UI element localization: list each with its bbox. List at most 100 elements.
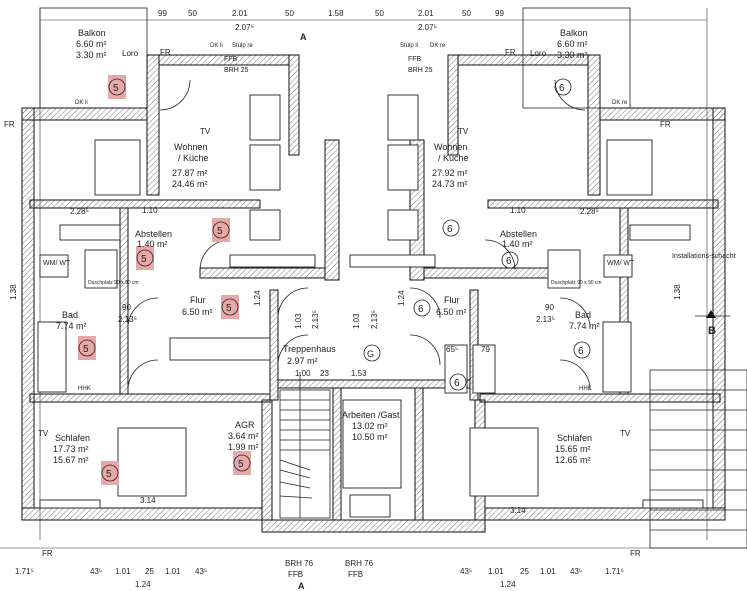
svg-text:43⁵: 43⁵: [90, 567, 102, 576]
svg-text:DK re: DK re: [430, 43, 446, 49]
svg-text:10.50 m²: 10.50 m²: [352, 432, 388, 442]
arbeiten-name: Arbeiten /Gast: [342, 410, 400, 420]
svg-text:1.38: 1.38: [9, 284, 18, 300]
svg-text:FFB: FFB: [348, 570, 363, 579]
svg-text:6: 6: [559, 83, 565, 94]
svg-text:6: 6: [506, 256, 512, 267]
svg-text:24.73 m²: 24.73 m²: [432, 179, 468, 189]
svg-text:BRH 76: BRH 76: [345, 559, 374, 568]
svg-text:1.01: 1.01: [488, 567, 504, 576]
section-a-bottom: A: [298, 581, 305, 591]
svg-text:90: 90: [122, 303, 131, 312]
svg-text:1.24: 1.24: [135, 580, 151, 589]
svg-text:5: 5: [238, 459, 244, 470]
svg-text:1.24: 1.24: [397, 290, 406, 306]
svg-text:1.53: 1.53: [351, 369, 367, 378]
svg-text:Installations-schacht: Installations-schacht: [672, 253, 735, 260]
svg-text:Loro: Loro: [122, 49, 139, 58]
svg-text:6.60 m²: 6.60 m²: [557, 39, 588, 49]
svg-text:7.74 m²: 7.74 m²: [56, 321, 87, 331]
svg-text:FFB: FFB: [408, 56, 422, 63]
svg-text:6.60 m²: 6.60 m²: [76, 39, 107, 49]
section-a-top: A: [300, 32, 307, 42]
svg-text:FR: FR: [160, 48, 171, 57]
svg-text:25: 25: [145, 567, 154, 576]
svg-text:2.28⁵: 2.28⁵: [70, 207, 89, 216]
svg-text:27.87 m²: 27.87 m²: [172, 168, 208, 178]
right-wing: [649, 369, 747, 549]
svg-text:6: 6: [447, 224, 453, 235]
staircase: [279, 372, 331, 519]
svg-text:BRH 25: BRH 25: [408, 67, 433, 74]
svg-text:Stulp re: Stulp re: [232, 43, 253, 49]
svg-text:15.67 m²: 15.67 m²: [53, 455, 89, 465]
svg-text:90: 90: [545, 303, 554, 312]
unit-markers: 5 6 5 6 5 6 5 6 5 6 6 5 5: [78, 75, 591, 485]
svg-text:1.00: 1.00: [295, 369, 311, 378]
svg-text:79: 79: [481, 345, 490, 354]
svg-text:5: 5: [217, 226, 223, 237]
svg-text:3.14: 3.14: [510, 506, 526, 515]
svg-text:1.24: 1.24: [500, 580, 516, 589]
svg-text:WM/ WT: WM/ WT: [607, 260, 635, 267]
svg-text:12.65 m²: 12.65 m²: [555, 455, 591, 465]
bad-left-name: Bad: [62, 310, 78, 320]
dim-top-sub-0: 2.07⁵: [235, 23, 254, 32]
svg-text:15.65 m²: 15.65 m²: [555, 444, 591, 454]
svg-text:24.46 m²: 24.46 m²: [172, 179, 208, 189]
svg-text:13.02 m²: 13.02 m²: [352, 421, 388, 431]
svg-text:/ Küche: / Küche: [178, 153, 209, 163]
svg-text:WM/ WT: WM/ WT: [43, 260, 71, 267]
svg-text:1.10: 1.10: [510, 206, 526, 215]
svg-text:1.24: 1.24: [253, 290, 262, 306]
schlafen-right-name: Schlafen: [557, 433, 592, 443]
svg-text:/ Küche: / Küche: [438, 153, 469, 163]
svg-text:BRH 76: BRH 76: [285, 559, 314, 568]
svg-text:1.10: 1.10: [142, 206, 158, 215]
bottom-dimensions: 1.71⁵ 43⁵ 1.01 25 1.01 43⁵ 43⁵ 1.01 25 1…: [15, 559, 624, 591]
balcony-labels: Balkon 6.60 m² 3.30 m² Loro Balkon 6.60 …: [76, 28, 588, 60]
svg-text:2.28⁵: 2.28⁵: [580, 207, 599, 216]
window-tags: DK li Stulp re FFB BRH 25 Stulp li DK re…: [75, 43, 628, 106]
dim-top-0: 99: [158, 9, 167, 18]
svg-text:1.71⁵: 1.71⁵: [605, 567, 624, 576]
svg-text:1.03: 1.03: [352, 313, 361, 329]
svg-text:3.30 m²: 3.30 m²: [557, 50, 588, 60]
svg-text:5: 5: [113, 83, 119, 94]
svg-text:Stulp li: Stulp li: [400, 43, 418, 49]
svg-text:5: 5: [226, 303, 232, 314]
dim-top-sub-1: 2.07⁵: [418, 23, 437, 32]
svg-text:HHK: HHK: [579, 386, 592, 392]
svg-text:FR: FR: [505, 48, 516, 57]
svg-text:Duschplatz 90 x 90 cm: Duschplatz 90 x 90 cm: [88, 280, 139, 286]
flur-right-name: Flur: [444, 295, 460, 305]
svg-text:43⁵: 43⁵: [460, 567, 472, 576]
wohnen-right-name: Wohnen: [434, 142, 467, 152]
svg-text:6: 6: [418, 304, 424, 315]
svg-text:TV: TV: [458, 127, 469, 136]
svg-text:6: 6: [578, 346, 584, 357]
svg-text:Duschplatz 90 x 90 cm: Duschplatz 90 x 90 cm: [551, 280, 602, 286]
dim-top-3: 50: [285, 9, 294, 18]
svg-text:HHK: HHK: [78, 386, 91, 392]
fr-labels: FR FR FR FR FR FR: [4, 48, 671, 558]
dim-top-5: 50: [375, 9, 384, 18]
svg-text:FR: FR: [4, 120, 15, 129]
furniture: [37, 94, 704, 518]
svg-text:TV: TV: [620, 429, 631, 438]
dim-top-7: 50: [462, 9, 471, 18]
svg-text:FR: FR: [630, 549, 641, 558]
abstellen-left-name: Abstellen: [135, 229, 172, 239]
svg-text:FR: FR: [660, 120, 671, 129]
svg-text:TV: TV: [200, 127, 211, 136]
svg-text:2.13⁵: 2.13⁵: [311, 310, 320, 329]
schlafen-left-name: Schlafen: [55, 433, 90, 443]
svg-text:1.38: 1.38: [673, 284, 682, 300]
svg-text:3.30 m²: 3.30 m²: [76, 50, 107, 60]
top-dimensions: 99 50 2.01 50 1.58 50 2.01 50 99 2.07⁵ 2…: [158, 9, 504, 42]
svg-text:G: G: [367, 349, 374, 359]
svg-text:2.97 m²: 2.97 m²: [287, 356, 318, 366]
svg-text:FR: FR: [42, 549, 53, 558]
svg-text:1.01: 1.01: [540, 567, 556, 576]
